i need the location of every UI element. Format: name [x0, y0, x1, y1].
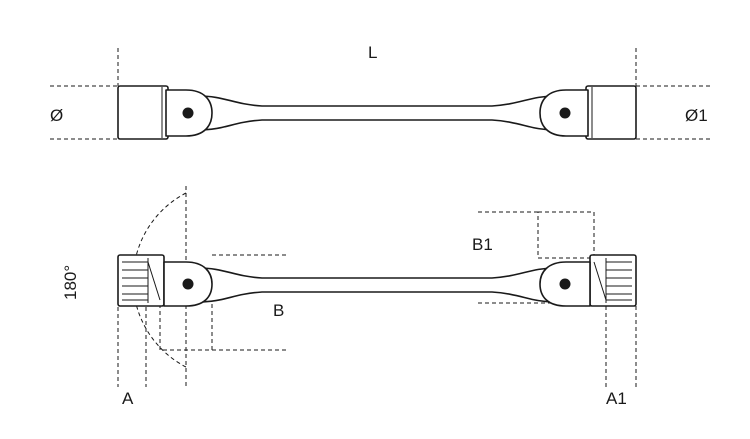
side-view: 180° A A1 B B1	[61, 186, 637, 408]
wrench-handle-top	[197, 95, 557, 131]
spline-left	[122, 258, 161, 303]
pivot-pin-right-side	[559, 278, 571, 290]
pivot-pin-left	[182, 107, 194, 119]
spline-right	[593, 258, 632, 303]
offset-a1-label: A1	[606, 389, 627, 408]
offset-b-label: B	[273, 301, 284, 320]
length-label: L	[368, 43, 377, 62]
wrench-handle-side	[197, 267, 557, 303]
socket-left	[117, 85, 169, 140]
offset-b1-label: B1	[472, 235, 493, 254]
angle-label: 180°	[61, 265, 80, 300]
top-view: L Ø Ø1	[50, 43, 712, 140]
pivot-pin-left-side	[182, 278, 194, 290]
socket-left-side	[117, 254, 165, 307]
socket-left-rotated	[159, 299, 213, 351]
diameter-right-label: Ø1	[685, 106, 708, 125]
offset-a-label: A	[122, 389, 134, 408]
socket-right	[585, 85, 637, 140]
socket-right-rotated	[537, 211, 595, 259]
socket-right-side	[589, 254, 637, 307]
pivot-pin-right	[559, 107, 571, 119]
diameter-left-label: Ø	[50, 106, 63, 125]
